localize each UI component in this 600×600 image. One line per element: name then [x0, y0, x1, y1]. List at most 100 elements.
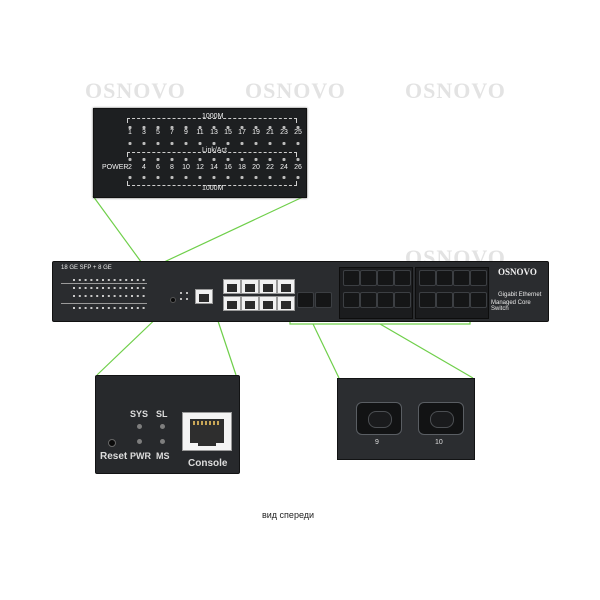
status-led [90, 279, 93, 281]
speed-label-bottom: 1000M [202, 185, 224, 192]
led-dot [184, 176, 188, 179]
led-dot [212, 142, 216, 145]
status-led [73, 307, 75, 309]
sfp-port[interactable] [470, 270, 487, 286]
sfp-port[interactable] [453, 292, 470, 308]
status-leds [180, 292, 190, 302]
bracket-middle [127, 152, 297, 157]
sl-led [160, 424, 165, 429]
sfp-port-9[interactable] [356, 402, 402, 435]
led-dot [198, 126, 202, 129]
sfp-port[interactable] [377, 292, 394, 308]
ethernet-port[interactable] [277, 296, 295, 311]
ethernet-port[interactable] [223, 279, 241, 294]
status-led [102, 295, 104, 297]
sfp-port[interactable] [343, 270, 360, 286]
led-dot [142, 158, 146, 161]
status-led [136, 279, 139, 281]
ms-led [160, 439, 165, 444]
ethernet-port[interactable] [241, 296, 259, 311]
status-led [96, 307, 99, 309]
led-dot [156, 158, 160, 161]
led-dot [170, 142, 174, 145]
sfp-port[interactable] [343, 292, 360, 308]
console-port[interactable] [195, 289, 213, 304]
led-row-odd-dots-2 [94, 142, 306, 152]
status-led [142, 279, 145, 281]
port-number: 2 [128, 164, 132, 171]
status-led [96, 295, 99, 297]
sfp-port[interactable] [360, 292, 377, 308]
ethernet-port[interactable] [259, 279, 277, 294]
status-led [90, 287, 93, 289]
ms-label: MS [156, 451, 170, 461]
sl-label: SL [156, 409, 168, 419]
port-number: 5 [156, 129, 160, 136]
sfp-port[interactable] [436, 270, 453, 286]
port-number: 11 [196, 129, 204, 136]
sfp-port[interactable] [419, 292, 436, 308]
status-led [125, 279, 128, 281]
switch-front-panel: 18 GE SFP + 8 GE OSNOVO Gigabit Ethernet… [52, 261, 549, 322]
sfp-port[interactable] [453, 270, 470, 286]
port-number: 13 [210, 129, 218, 136]
status-led [136, 307, 139, 309]
sfp-port[interactable] [436, 292, 453, 308]
sfp-port-10[interactable] [418, 402, 464, 435]
sfp-port[interactable] [470, 292, 487, 308]
led-dot [296, 142, 300, 145]
console-zoom: SYS SL PWR MS Reset Console [95, 375, 240, 474]
led-dot [184, 126, 188, 129]
ethernet-port[interactable] [277, 279, 295, 294]
port-number: 22 [266, 164, 274, 171]
led-dot [128, 176, 132, 179]
led-dot [156, 142, 160, 145]
led-dot [240, 176, 244, 179]
sfp-port[interactable] [419, 270, 436, 286]
reset-button-hole[interactable] [108, 439, 116, 447]
port-number: 15 [224, 129, 232, 136]
status-led [90, 295, 93, 297]
status-led [107, 307, 110, 309]
led-dot [128, 158, 132, 161]
port-number: 23 [280, 129, 288, 136]
console-rj45-port[interactable] [182, 412, 232, 451]
sfp-port[interactable] [377, 270, 394, 286]
sfp-port[interactable] [360, 270, 377, 286]
sfp-port-10-label: 10 [435, 439, 443, 446]
status-led [131, 279, 133, 281]
led-dot [128, 126, 132, 129]
led-dot [268, 142, 272, 145]
device-description-line2: Managed Core Switch [491, 300, 531, 312]
sfp-port-9-label: 9 [375, 439, 379, 446]
port-number: 1 [128, 129, 132, 136]
led-dot [226, 176, 230, 179]
led-dot [296, 126, 300, 129]
bracket-bottom [127, 181, 297, 186]
sfp-port[interactable] [394, 292, 411, 308]
ethernet-port[interactable] [241, 279, 259, 294]
sfp-port[interactable] [394, 270, 411, 286]
sys-led [137, 424, 142, 429]
ethernet-port[interactable] [259, 296, 277, 311]
led-dot [212, 176, 216, 179]
led-dot [282, 126, 286, 129]
status-led [73, 295, 75, 297]
port-number: 26 [294, 164, 302, 171]
port-number: 20 [252, 164, 260, 171]
led-dot [156, 176, 160, 179]
status-led [102, 279, 104, 281]
status-led [142, 307, 145, 309]
status-led [73, 287, 75, 289]
reset-hole[interactable] [170, 297, 176, 303]
port-number: 7 [170, 129, 174, 136]
sfp-port[interactable] [315, 292, 332, 308]
led-dot [268, 176, 272, 179]
sfp-port[interactable] [297, 292, 314, 308]
led-dot [282, 176, 286, 179]
led-row-even-dots-2 [94, 176, 306, 186]
ethernet-port[interactable] [223, 296, 241, 311]
led-dot [254, 176, 258, 179]
status-led [142, 287, 145, 289]
port-number: 3 [142, 129, 146, 136]
